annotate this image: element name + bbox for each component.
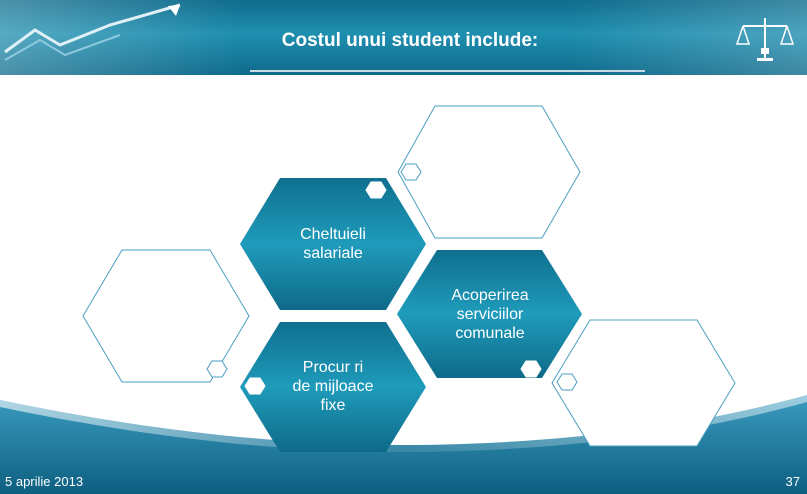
small-hexagon [365, 181, 387, 199]
hexagon-services [397, 250, 582, 378]
slide-number: 37 [785, 474, 800, 489]
slide-title: Costul unui student include: [281, 30, 539, 51]
small-hexagon [556, 373, 578, 391]
hexagon-assets-label: Procur ri de mijloace fixe [292, 359, 374, 414]
outline-hexagon-bottom-right [551, 319, 736, 447]
balance-scale-icon [735, 18, 795, 61]
header-shine [0, 0, 807, 75]
slide-date: 5 aprilie 2013 [5, 474, 84, 489]
title-underline [250, 70, 645, 72]
hexagon-assets [240, 322, 426, 452]
small-hexagon [244, 377, 266, 395]
hexagon-services-label: Acoperirea serviciilor comunale [451, 287, 529, 342]
hexagon-salaries-label: Cheltuieli salariale [300, 226, 366, 262]
small-hexagon [520, 360, 542, 378]
small-hexagon [206, 360, 228, 378]
small-hexagon [400, 163, 422, 181]
trend-arrow-icon [4, 3, 181, 61]
slide-header: Costul unui student include: [0, 0, 807, 75]
outline-hexagon-left [82, 249, 250, 383]
hexagon-salaries [240, 178, 426, 310]
outline-hexagon-top-right [397, 105, 581, 239]
